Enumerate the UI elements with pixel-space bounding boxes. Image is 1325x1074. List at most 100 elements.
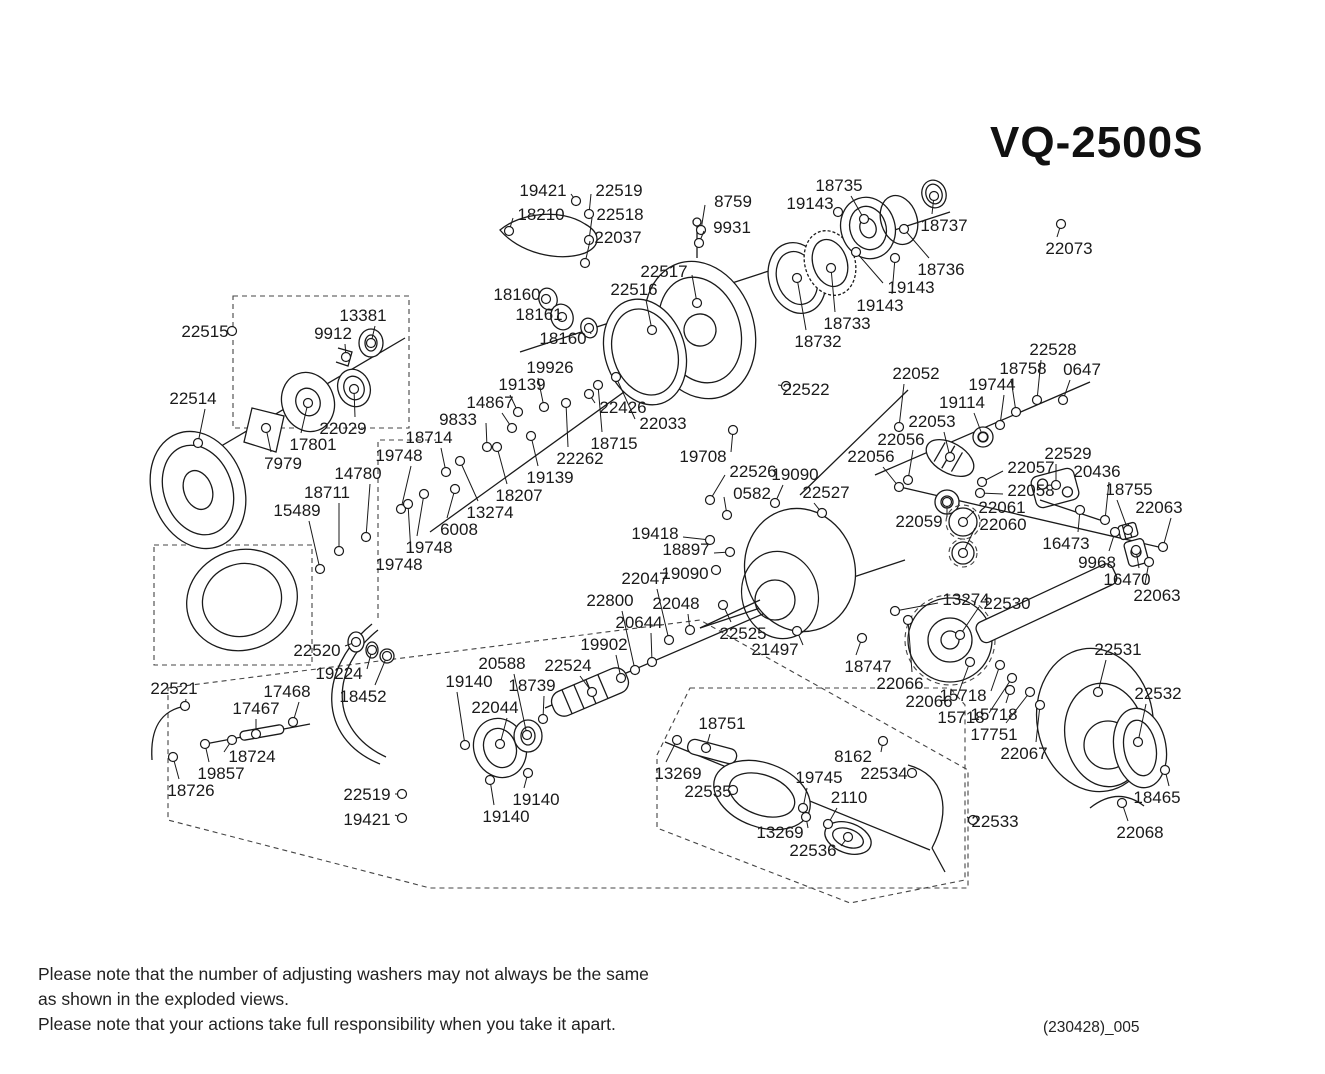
leader-line <box>855 251 884 284</box>
part-glyph <box>646 324 658 336</box>
part-label: 19745 <box>795 768 842 787</box>
part-label: 18207 <box>495 486 542 505</box>
part-label: 18726 <box>167 781 214 800</box>
part-label: 18711 <box>304 483 350 502</box>
part-label: 2110 <box>831 788 868 807</box>
part-glyph <box>192 437 204 449</box>
part-label: 18465 <box>1133 788 1180 807</box>
part-label: 22530 <box>983 594 1030 613</box>
part-label: 22060 <box>979 515 1026 534</box>
leader-line <box>1036 359 1042 401</box>
part-glyph <box>537 713 549 725</box>
part-glyph <box>893 421 905 433</box>
part-label: 22044 <box>471 698 518 717</box>
part-label: 19708 <box>679 447 726 466</box>
part-glyph <box>724 546 736 558</box>
part-glyph <box>858 213 870 225</box>
part-label: 13269 <box>756 823 803 842</box>
part-glyph <box>944 451 956 463</box>
part-glyph <box>348 383 360 395</box>
part-label: 17801 <box>289 435 336 454</box>
leader-line <box>903 228 930 259</box>
part-glyph <box>1109 526 1121 538</box>
part-label: 19139 <box>498 375 545 394</box>
part-label: 18758 <box>999 359 1046 378</box>
part-glyph <box>1143 556 1155 568</box>
leader-line <box>956 661 971 698</box>
part-label: 22529 <box>1044 444 1091 463</box>
spool-skirt <box>186 548 298 652</box>
part-label: 22061 <box>978 498 1025 517</box>
leader-line <box>597 384 603 433</box>
part-glyph <box>521 729 533 741</box>
part-label: 22519 <box>595 181 642 200</box>
part-glyph <box>902 474 914 486</box>
part-label: 18733 <box>823 314 870 333</box>
leader-line <box>898 383 905 428</box>
part-glyph <box>287 716 299 728</box>
leader-line <box>400 465 412 510</box>
part-glyph <box>941 496 953 508</box>
part-label: 22063 <box>1135 498 1182 517</box>
part-label: 9912 <box>314 324 352 343</box>
part-glyph <box>503 225 515 237</box>
part-label: 15489 <box>273 501 320 520</box>
leader-line <box>988 677 1013 714</box>
part-label: 22056 <box>847 447 894 466</box>
part-label: 22517 <box>640 262 687 281</box>
part-label: 22057 <box>1007 458 1054 477</box>
part-label: 19143 <box>856 296 903 315</box>
part-glyph <box>671 734 683 746</box>
part-glyph <box>583 322 595 334</box>
part-label: 19902 <box>580 635 627 654</box>
part-label: 22522 <box>782 380 829 399</box>
part-glyph <box>314 563 326 575</box>
leader-line <box>407 503 412 554</box>
leader-line <box>615 376 636 420</box>
part-label: 18737 <box>920 216 967 235</box>
part-label: 22526 <box>729 462 776 481</box>
leader-line <box>907 619 913 673</box>
part-label: 22056 <box>877 430 924 449</box>
leader-line <box>365 483 371 538</box>
part-label: 18160 <box>539 329 586 348</box>
part-glyph <box>350 636 362 648</box>
part-glyph <box>797 802 809 814</box>
model-title: VQ-2500S <box>990 118 1204 167</box>
part-label: 18755 <box>1105 480 1152 499</box>
part-glyph <box>302 397 314 409</box>
part-label: 18739 <box>508 676 555 695</box>
part-label: 22073 <box>1045 239 1092 258</box>
part-glyph <box>610 371 622 383</box>
part-label: 15718 <box>937 708 984 727</box>
part-label: 17467 <box>232 699 279 718</box>
part-glyph <box>491 441 503 453</box>
part-label: 22514 <box>169 389 216 408</box>
part-label: 22516 <box>610 280 657 299</box>
part-glyph <box>570 195 582 207</box>
part-label: 0582 <box>733 484 771 503</box>
part-glyph <box>454 455 466 467</box>
part-glyph <box>791 625 803 637</box>
part-label: 18714 <box>405 428 452 447</box>
part-label: 19744 <box>968 375 1015 394</box>
leader-line <box>416 493 425 537</box>
leader-line <box>796 277 807 331</box>
part-glyph <box>1157 541 1169 553</box>
document-number: (230428)_005 <box>1043 1019 1140 1036</box>
leader-line <box>656 588 670 641</box>
part-glyph <box>1159 764 1171 776</box>
part-label: 22525 <box>719 624 766 643</box>
part-glyph <box>1116 797 1128 809</box>
part-label: 18160 <box>493 285 540 304</box>
part-label: 22033 <box>639 414 686 433</box>
part-glyph <box>481 441 493 453</box>
part-glyph <box>691 297 703 309</box>
part-label: 22531 <box>1094 640 1141 659</box>
part-label: 22426 <box>599 398 646 417</box>
part-glyph <box>199 738 211 750</box>
part-label: 9968 <box>1078 553 1116 572</box>
part-glyph <box>333 545 345 557</box>
part-glyph <box>889 252 901 264</box>
